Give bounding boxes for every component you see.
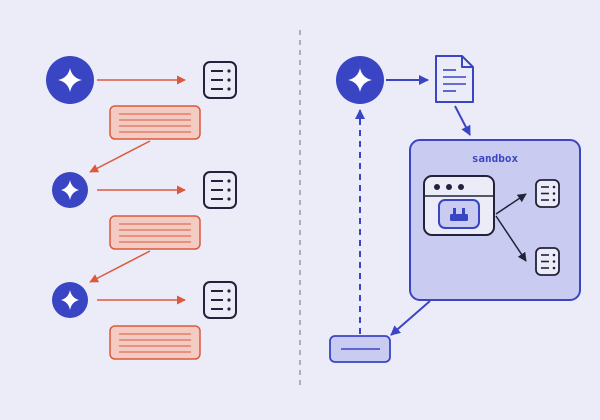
result-card-3	[109, 325, 201, 360]
agent-node-main	[336, 56, 384, 104]
feedback-arrow-2	[89, 250, 151, 283]
document-icon	[435, 55, 474, 103]
sandbox-to-result-arrow	[390, 300, 431, 336]
agent-node-2	[52, 172, 88, 208]
sandbox-container: sandbox	[409, 139, 581, 301]
agent-node-1	[46, 56, 94, 104]
sandbox-branch-arrow-down	[495, 215, 527, 262]
document-to-sandbox-arrow	[454, 105, 471, 136]
server-icon	[203, 61, 237, 99]
sparkle-icon	[348, 68, 372, 92]
server-icon	[203, 281, 237, 319]
result-summary-card	[329, 335, 391, 363]
agent-node-3	[52, 282, 88, 318]
server-icon	[535, 247, 560, 276]
sparkle-icon	[58, 68, 82, 92]
server-icon	[535, 179, 560, 208]
tool-icon	[438, 199, 480, 229]
result-card-2	[109, 215, 201, 250]
browser-window-icon	[423, 175, 495, 236]
server-icon	[203, 171, 237, 209]
feedback-arrow-1	[89, 140, 151, 173]
sandbox-label: sandbox	[472, 152, 519, 165]
sparkle-icon	[61, 180, 79, 200]
result-card-1	[109, 105, 201, 140]
sparkle-icon	[61, 290, 79, 310]
sandbox-branch-arrow-up	[495, 193, 527, 215]
